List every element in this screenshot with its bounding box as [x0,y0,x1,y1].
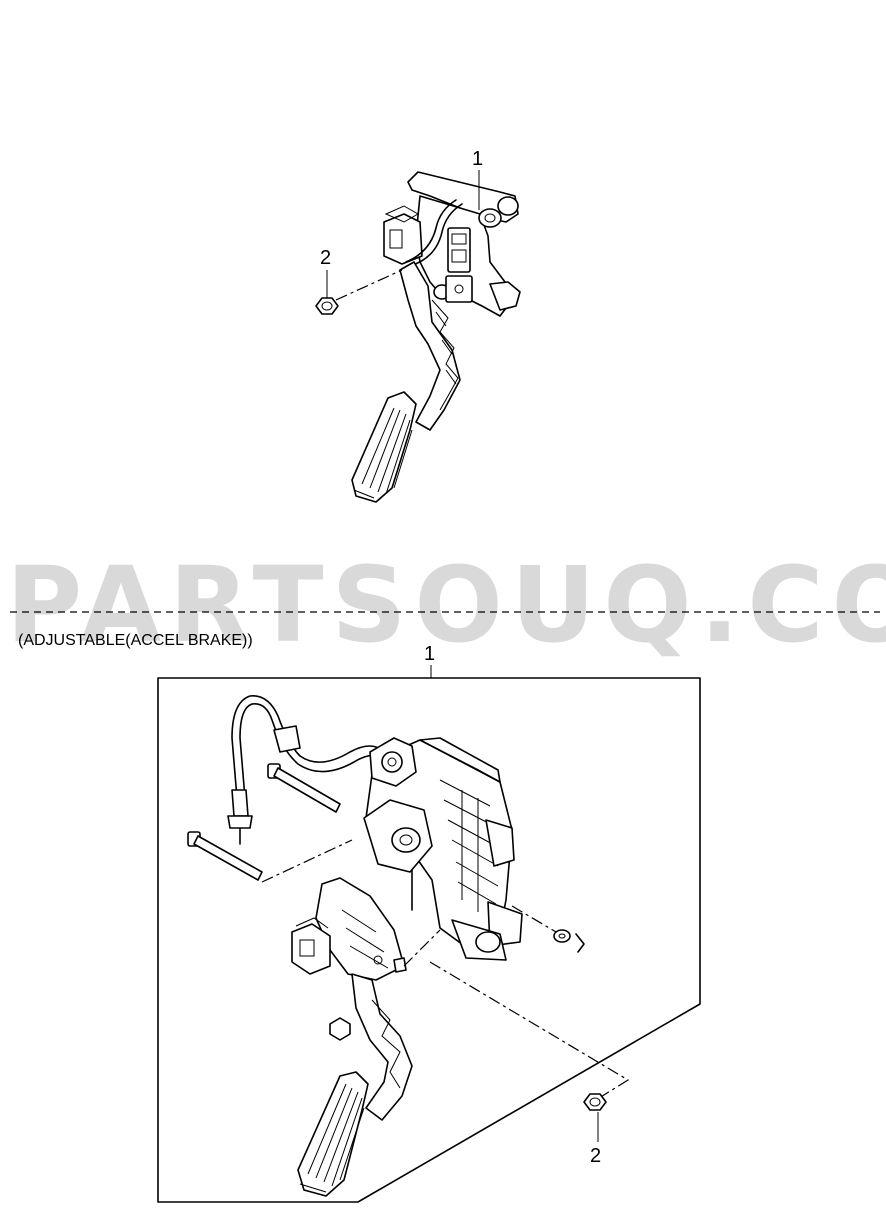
bottom-nut-icon [583,1093,607,1111]
bottom-callout-1: 1 [424,643,435,665]
variant-caption: (ADJUSTABLE(ACCEL BRAKE)) [18,632,253,649]
bottom-adjustable-pedal-assembly [187,695,630,1197]
top-callout-1: 1 [472,148,483,170]
watermark-text: PARTSOUQ.COM [6,544,886,666]
top-nut-fastener-path [335,269,403,301]
kit-boundary-frame [157,677,701,1203]
top-accelerator-pedal-assembly [351,171,521,503]
top-nut-icon [315,297,339,315]
top-callout-2: 2 [320,247,331,269]
bottom-callout-2: 2 [590,1145,601,1167]
